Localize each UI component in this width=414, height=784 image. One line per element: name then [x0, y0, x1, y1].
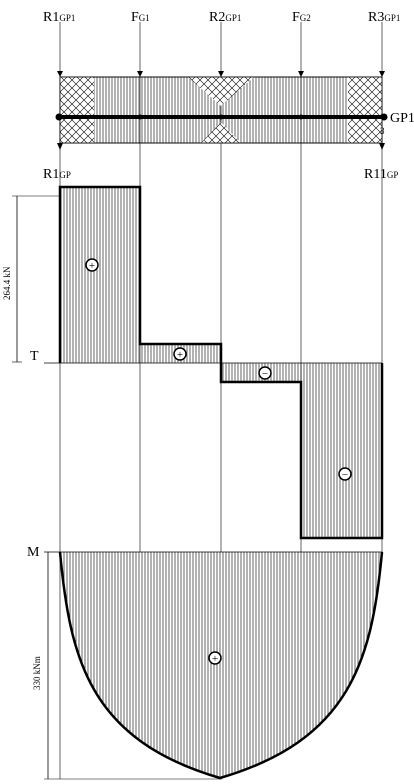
moment-diagram: M 330 kNm +	[27, 545, 384, 780]
shear-axis-label: T	[30, 349, 39, 364]
support-zone-middle-top-hatch	[188, 77, 254, 106]
moment-area	[60, 552, 382, 778]
shear-diagram: T 264.4 kN + + − −	[2, 185, 384, 540]
beam-outline	[59, 76, 383, 144]
reaction-arrow-right	[379, 143, 385, 150]
arrow-r2	[218, 71, 224, 77]
arrow-r3	[379, 71, 385, 77]
label-r3-gp1: R3GP1	[368, 10, 400, 25]
arrow-fg1	[137, 71, 143, 77]
moment-axis-label: M	[27, 545, 40, 560]
reaction-arrows	[57, 143, 385, 150]
svg-text:+: +	[212, 653, 218, 665]
shear-segment-4	[301, 363, 382, 538]
label-r11-gp: R11GP	[364, 167, 398, 182]
node-3-label: 3	[380, 126, 385, 136]
shear-outline	[58, 185, 384, 540]
svg-text:+: +	[177, 349, 183, 361]
reaction-arrow-left	[57, 143, 63, 150]
label-fg1: FG1	[131, 10, 150, 25]
shear-segment-1	[60, 187, 140, 363]
support-zone-right-hatch	[348, 77, 382, 143]
moment-sign: +	[208, 651, 222, 665]
shear-sign-1: +	[85, 258, 99, 272]
beam-name-label: GP1	[390, 111, 414, 126]
arrow-fg2	[298, 71, 304, 77]
node-fg2	[298, 114, 304, 120]
shear-sign-4: −	[338, 467, 352, 481]
moment-dim-label: 330 kNm	[32, 656, 42, 690]
load-arrows	[57, 71, 385, 77]
label-fg2: FG2	[292, 10, 311, 25]
label-r2-gp1: R2GP1	[209, 10, 241, 25]
moment-curve	[58, 551, 384, 780]
node-1	[55, 113, 63, 121]
node-fg1	[137, 114, 143, 120]
beam-gp1: GP1 3	[55, 76, 414, 144]
label-r1-gp1: R1GP1	[43, 10, 75, 25]
shear-sign-2: +	[173, 347, 187, 361]
shear-sign-3: −	[258, 366, 272, 380]
svg-text:+: +	[89, 260, 95, 272]
load-labels: R1GP1 FG1 R2GP1 FG2 R3GP1	[43, 10, 400, 25]
support-zone-left-hatch	[60, 77, 94, 143]
support-zone-middle-bottom-hatch	[201, 122, 241, 143]
label-r1-gp: R1GP	[43, 167, 71, 182]
svg-text:−: −	[262, 368, 268, 380]
arrow-r1	[57, 71, 63, 77]
node-3	[380, 113, 388, 121]
node-2	[218, 114, 224, 120]
svg-text:−: −	[342, 469, 348, 481]
shear-dim-label: 264.4 kN	[2, 266, 12, 300]
